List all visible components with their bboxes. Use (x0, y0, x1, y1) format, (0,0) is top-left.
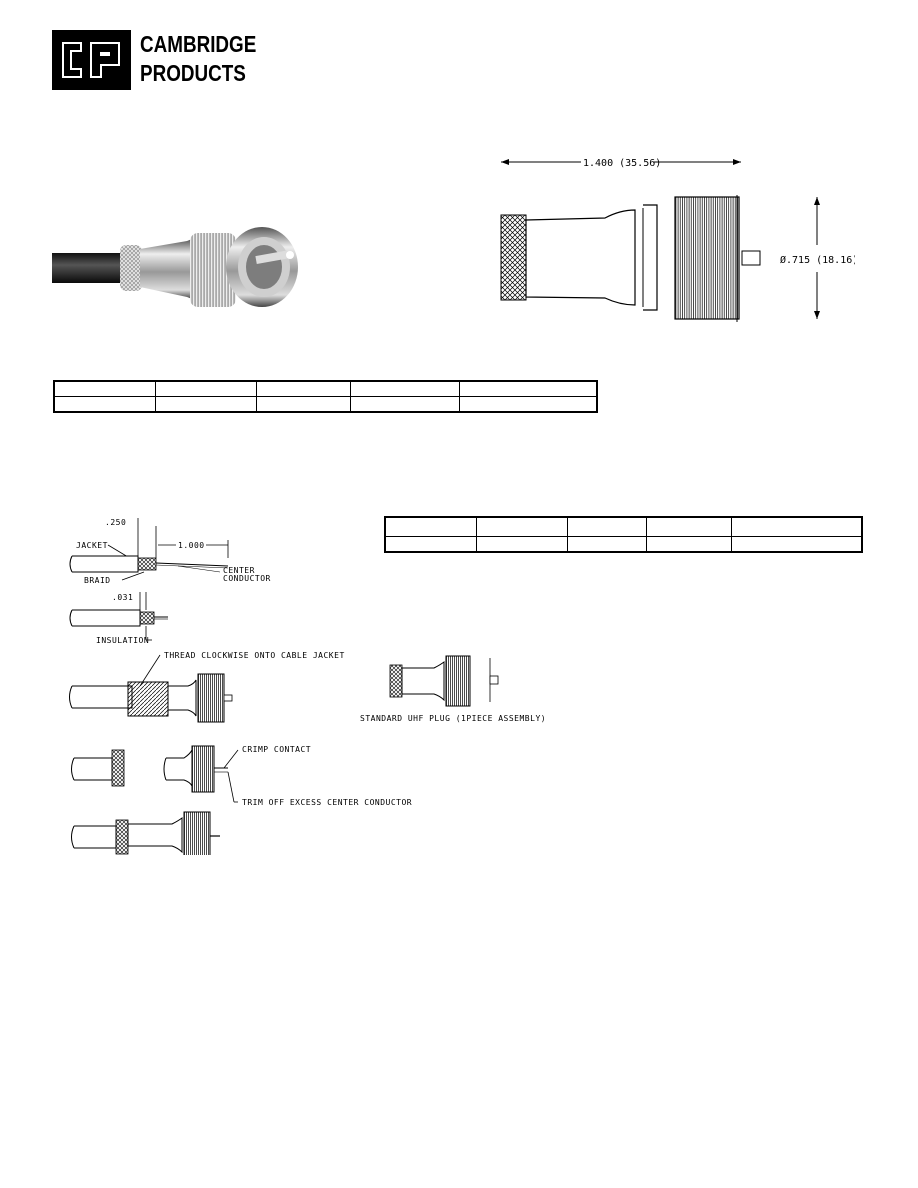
table-cell (350, 380, 460, 397)
brand-name: CAMBRIDGE PRODUCTS (140, 30, 256, 88)
table-cell (459, 380, 598, 397)
table-cell (731, 516, 863, 537)
standard-plug-caption: STANDARD UHF PLUG (1PIECE ASSEMBLY) (360, 714, 546, 723)
jacket-label: JACKET (76, 541, 108, 550)
table-cell (256, 396, 351, 413)
company-logo (52, 30, 131, 90)
table-row (384, 536, 863, 553)
table-cell (53, 396, 156, 413)
braid-label: BRAID (84, 576, 111, 585)
table-row (384, 516, 863, 537)
spec-table-1 (53, 380, 598, 413)
table-cell (567, 516, 647, 537)
dimension-drawing: 1.400 (35.56) Ø.715 (18.16) (500, 158, 855, 322)
table-row (53, 380, 598, 397)
brand-line-1: CAMBRIDGE (140, 31, 257, 57)
center-label: CENTER (223, 566, 255, 575)
length-dimension: 1.400 (35.56) (583, 158, 661, 169)
diameter-dimension: Ø.715 (18.16) (780, 254, 855, 266)
table-cell (646, 516, 732, 537)
brand-line-2: PRODUCTS (140, 60, 246, 86)
dim-250-label: .250 (105, 518, 126, 527)
trim-label: TRIM OFF EXCESS CENTER CONDUCTOR (242, 798, 412, 807)
table-cell (731, 536, 863, 553)
conductor-label: CONDUCTOR (223, 574, 271, 583)
table-cell (567, 536, 647, 553)
table-cell (646, 536, 732, 553)
dim-031-label: .031 (112, 593, 133, 602)
table-cell (155, 380, 257, 397)
table-cell (459, 396, 598, 413)
product-photo (52, 227, 298, 307)
table-cell (155, 396, 257, 413)
logo-mark-icon (52, 30, 131, 90)
table-row (53, 396, 598, 413)
dim-1000-label: 1.000 (178, 541, 205, 550)
table-cell (256, 380, 351, 397)
assembly-instructions: .250 JACKET 1.000 CENTER CONDUCTOR BRAID… (69, 518, 546, 855)
insulation-label: INSULATION (96, 636, 149, 645)
spec-table-2 (384, 516, 863, 553)
thread-instruction: THREAD CLOCKWISE ONTO CABLE JACKET (164, 651, 345, 660)
table-cell (53, 380, 156, 397)
crimp-label: CRIMP CONTACT (242, 745, 311, 754)
table-cell (350, 396, 460, 413)
